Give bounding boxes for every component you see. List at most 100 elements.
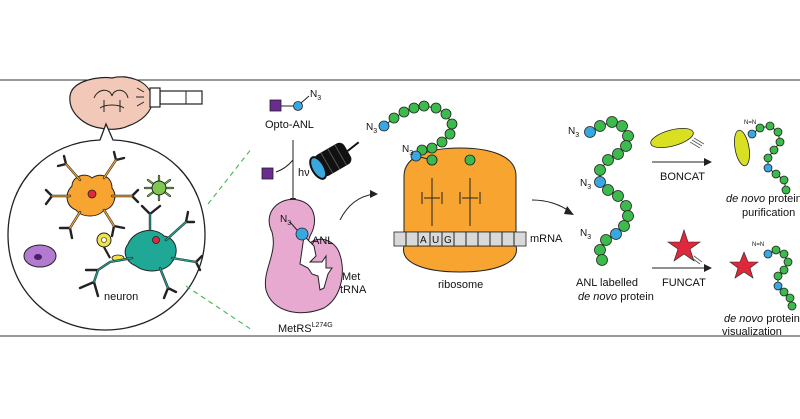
- brain-slice: [69, 76, 153, 130]
- amino-acid-bead: [771, 169, 781, 179]
- amino-acid-bead: [430, 102, 442, 114]
- amino-acid-bead: [612, 148, 624, 160]
- amino-acid-bead: [763, 153, 773, 163]
- anl-residue-bead: [410, 150, 422, 162]
- opto-anl-molecule: N3: [269, 89, 321, 112]
- amino-acid-bead: [440, 108, 452, 120]
- amino-acid-bead: [781, 185, 791, 195]
- amino-acid-bead: [771, 245, 781, 255]
- codon-a: A: [420, 235, 427, 246]
- boncat-label: BONCAT: [660, 171, 705, 183]
- zoom-line-bottom: [185, 285, 253, 331]
- svg-text:N=N: N=N: [744, 120, 756, 126]
- amino-acid-bead: [787, 301, 797, 311]
- lamp-icon: [309, 141, 360, 180]
- funcat-label: FUNCAT: [662, 277, 706, 289]
- amino-acid-bead: [398, 106, 410, 118]
- svg-text:N3: N3: [580, 228, 591, 241]
- amino-acid-bead: [446, 118, 458, 130]
- arrow-to-protein: [531, 199, 571, 213]
- result-star: [729, 251, 759, 279]
- amino-acid-bead: [769, 145, 779, 155]
- result-visualization-label: de novo protein: [724, 313, 800, 325]
- mrna-strand: [393, 231, 527, 247]
- amino-acid-bead: [779, 249, 789, 259]
- yellow-synapse: [96, 232, 125, 262]
- amino-acid-bead: [620, 200, 632, 212]
- neuron-bubble: [7, 122, 206, 331]
- svg-text:N=N: N=N: [752, 242, 764, 248]
- amino-acid-bead: [612, 190, 624, 202]
- amino-acid-bead: [773, 127, 783, 137]
- amino-acid-bead: [606, 116, 618, 128]
- neuron-label: neuron: [104, 291, 138, 303]
- purification-word: purification: [742, 207, 795, 219]
- codon-u: U: [432, 235, 439, 246]
- trna-label: tRNA: [340, 284, 367, 296]
- amino-acid-bead: [616, 120, 628, 132]
- result-purification-label: de novo protein: [726, 193, 800, 205]
- cleaved-cage-square: [261, 167, 274, 180]
- ribosome-label: ribosome: [438, 279, 483, 291]
- amino-acid-bead: [596, 254, 608, 266]
- amino-acid-bead: [426, 154, 438, 166]
- amino-acid-bead: [783, 257, 793, 267]
- amino-acid-bead: [436, 136, 448, 148]
- amino-acid-bead: [600, 234, 612, 246]
- amino-acid-bead: [594, 164, 606, 176]
- nascent-peptide-chain: [378, 100, 458, 166]
- amino-acid-bead: [775, 137, 785, 147]
- anl-residue-bead: [610, 228, 622, 240]
- amino-acid-bead: [779, 287, 789, 297]
- orange-neuron: [44, 150, 140, 240]
- svg-text:N3: N3: [580, 178, 591, 191]
- amino-acid-bead: [779, 175, 789, 185]
- amino-acid-bead: [755, 123, 765, 133]
- svg-text:N3: N3: [568, 126, 579, 139]
- teal-neuron: [78, 204, 204, 300]
- metrs-label: MetRSL274G: [278, 322, 333, 335]
- amino-acid-bead: [622, 130, 634, 142]
- met-label: Met: [342, 271, 360, 283]
- visualization-word: visualization: [722, 326, 782, 338]
- purified-protein-chain: [747, 121, 791, 195]
- met-trna: [299, 234, 333, 291]
- anl-residue-bead: [763, 249, 773, 259]
- zoom-line-top: [207, 147, 253, 205]
- anl-residue-bead: [594, 176, 606, 188]
- amino-acid-bead: [602, 154, 614, 166]
- amino-acid-bead: [594, 244, 606, 256]
- flashlight-icon: [136, 87, 203, 108]
- amino-acid-bead: [622, 210, 634, 222]
- amino-acid-bead: [418, 100, 430, 112]
- svg-text:N3: N3: [366, 122, 377, 135]
- anl-label: ANL: [312, 235, 333, 247]
- anl-residue-bead: [747, 129, 757, 139]
- svg-text:N3: N3: [310, 89, 321, 102]
- amino-acid-bead: [773, 271, 783, 281]
- amino-acid-bead: [779, 265, 789, 275]
- svg-text:N3: N3: [280, 214, 291, 227]
- anl-residue-bead: [773, 281, 783, 291]
- visualized-protein-chain: [763, 245, 797, 311]
- amino-acid-bead: [426, 142, 438, 154]
- anl-labelled-protein: [584, 116, 634, 266]
- svg-text:N3: N3: [402, 144, 413, 157]
- arrow-to-ribosome: [339, 193, 375, 221]
- biotin-alkyne-probe: [650, 128, 694, 148]
- amino-acid-bead: [388, 112, 400, 124]
- amino-acid-bead: [785, 293, 795, 303]
- ribosome: [403, 147, 517, 273]
- amino-acid-bead: [765, 121, 775, 131]
- anl-residue-bead: [378, 120, 390, 132]
- amino-acid-bead: [408, 102, 420, 114]
- amino-acid-bead: [618, 220, 630, 232]
- amino-acid-bead: [594, 120, 606, 132]
- green-glia: [143, 174, 175, 202]
- codon-g: G: [444, 235, 452, 246]
- brain-panel: neuron: [7, 76, 206, 331]
- anl-bead-on-trna: [295, 227, 309, 241]
- fluorophore-star: [667, 229, 701, 262]
- amino-acid-bead: [602, 184, 614, 196]
